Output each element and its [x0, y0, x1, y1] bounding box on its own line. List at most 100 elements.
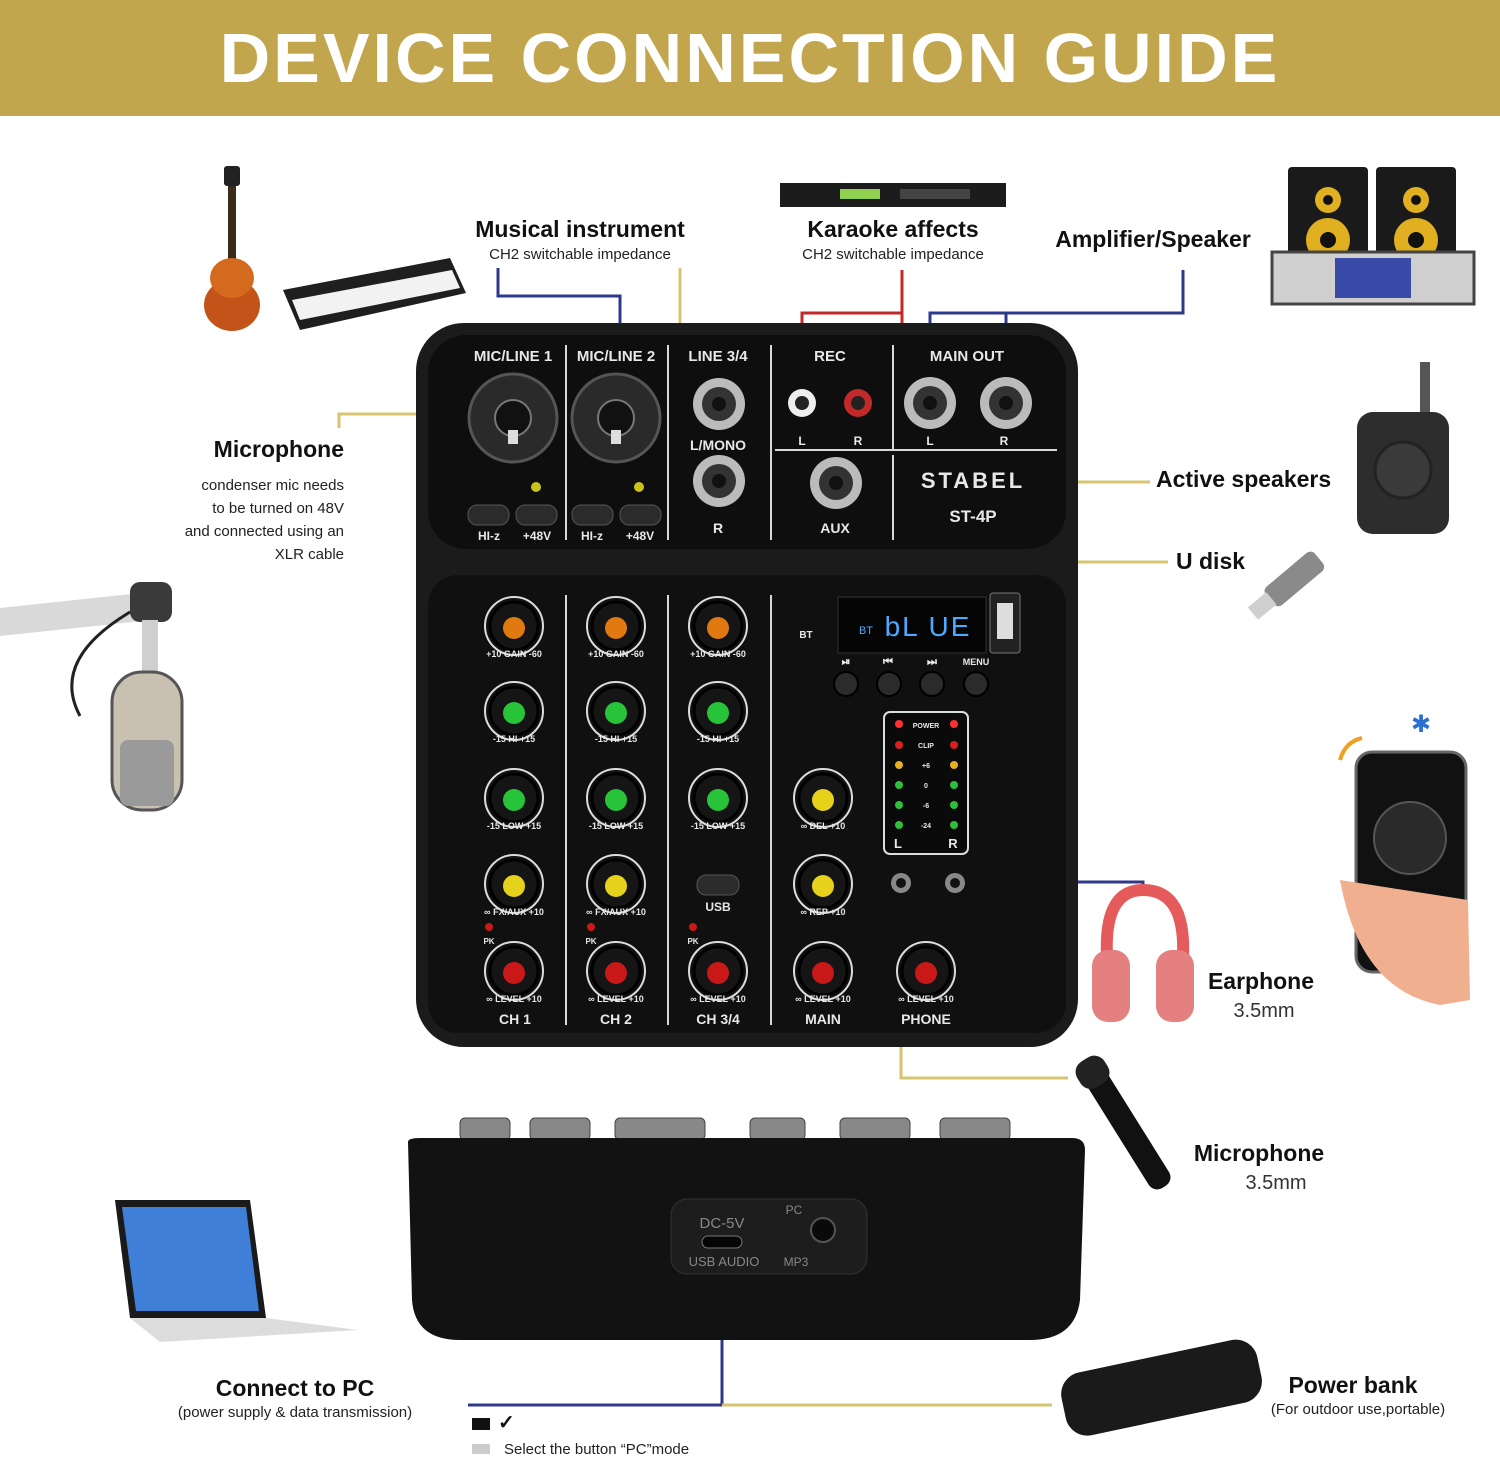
power-led-l [895, 720, 903, 728]
callout-mic-xlr-title: Microphone [213, 436, 344, 462]
input-label-mic2: MIC/LINE 2 [577, 348, 655, 365]
callout-powerbank-title: Power bank [1288, 1372, 1418, 1398]
low-ch1-knob[interactable]: -15 LOW +15 [484, 768, 544, 831]
delay-knob[interactable]: ∞ DEL +10 [793, 768, 853, 831]
level-ch3-knob[interactable]: ∞ LEVEL +10 [688, 941, 748, 1004]
channel-label-phone: PHONE [901, 1011, 951, 1027]
callout-karaoke-sub: CH2 switchable impedance [802, 246, 984, 263]
main-level-knob[interactable]: ∞ LEVEL +10 [793, 941, 853, 1004]
jack-label-lmono: L/MONO [690, 437, 746, 453]
hiz-label-1: HI-z [478, 529, 500, 543]
brand-logo: STABEL [921, 468, 1025, 493]
meter-led-r-0 [950, 741, 958, 749]
pc-mode-note: Select the button “PC”mode [504, 1441, 690, 1458]
callout-mic-xlr-desc: condenser mic needs to be turned on 48V … [140, 474, 344, 566]
hi-ch1-knob[interactable]: -15 HI +15 [484, 681, 544, 744]
input-label-line34: LINE 3/4 [688, 348, 748, 365]
usb-disk-icon [1247, 551, 1325, 620]
lcd-display [837, 596, 987, 654]
gain-ch3-knob[interactable]: +10 GAIN -60 [688, 596, 748, 659]
xlr-jack-2 [570, 372, 662, 464]
level-ch2-knob-label: ∞ LEVEL +10 [588, 994, 644, 1004]
gain-ch1-knob[interactable]: +10 GAIN -60 [484, 596, 544, 659]
dc-label: DC-5V [699, 1215, 744, 1232]
player-label-menu: MENU [963, 657, 990, 667]
lcd-text: bL UE [885, 611, 972, 642]
channel-label-34: CH 3/4 [696, 1011, 740, 1027]
callout-earphone-title: Earphone [1207, 968, 1315, 994]
low-ch3-knob[interactable]: -15 LOW +15 [688, 768, 748, 831]
repeat-knob[interactable]: ∞ REP +10 [793, 854, 853, 917]
rca-red [844, 389, 872, 417]
low-ch2-knob[interactable]: -15 LOW +15 [586, 768, 646, 831]
mic-desc-line-2: to be turned on 48V [212, 500, 344, 517]
usb-c-port [701, 1235, 743, 1249]
delay-knob-label: ∞ DEL +10 [801, 821, 846, 831]
pc-label: PC [786, 1203, 803, 1217]
fx-ch2-knob-label: ∞ FX/AUX +10 [586, 907, 646, 917]
peak-led-ch2 [587, 923, 595, 931]
knob-grid: +10 GAIN -60 +10 GAIN -60 +10 GAIN -60 -15 … [483, 596, 956, 1004]
callout-instrument-sub: CH2 switchable impedance [489, 246, 671, 263]
mic-desc-line-4: XLR cable [274, 546, 344, 563]
keyboard-icon [283, 258, 466, 330]
xlr-jack-1 [467, 372, 559, 464]
channel-label-main: MAIN [805, 1011, 841, 1027]
level-ch1-knob[interactable]: ∞ LEVEL +10 [484, 941, 544, 1004]
karaoke-processor-icon [780, 183, 1006, 207]
peak-label-ch2: PK [585, 937, 596, 946]
usb-button-label: USB [705, 900, 731, 914]
channel-label-2: CH 2 [600, 1011, 632, 1027]
callout-karaoke-title: Karaoke affects [807, 216, 979, 242]
header-banner [0, 0, 1500, 116]
gain-ch2-knob-label: +10 GAIN -60 [588, 649, 644, 659]
peak-led-ch1 [485, 923, 493, 931]
mixer-top-panel: MIC/LINE 1 MIC/LINE 2 LINE 3/4 REC MAIN … [416, 323, 1078, 1047]
meter-led-l-0 [895, 741, 903, 749]
meter-row-label-3: -6 [923, 803, 929, 810]
amplifier-speaker-icon [1270, 167, 1476, 306]
rca-white [788, 389, 816, 417]
hi-ch3-knob-label: -15 HI +15 [697, 734, 739, 744]
meter-led-r-4 [950, 821, 958, 829]
hi-ch1-knob-label: -15 HI +15 [493, 734, 535, 744]
fx-ch2-knob[interactable]: ∞ FX/AUX +10 [586, 854, 646, 917]
peak-label-ch3: PK [687, 937, 698, 946]
jack-main-r [980, 377, 1032, 429]
low-ch1-knob-label: -15 LOW +15 [487, 821, 541, 831]
peak-label-ch1: PK [483, 937, 494, 946]
meter-label-l: L [894, 836, 902, 851]
callout-pc-title: Connect to PC [215, 1375, 375, 1401]
gain-ch3-knob-label: +10 GAIN -60 [690, 649, 746, 659]
main-level-knob-label: ∞ LEVEL +10 [795, 994, 851, 1004]
fx-ch1-knob-label: ∞ FX/AUX +10 [484, 907, 544, 917]
callout-mic35-sub: 3.5mm [1245, 1172, 1307, 1194]
callout-powerbank-sub: (For outdoor use,portable) [1270, 1401, 1446, 1418]
meter-power-label: POWER [913, 723, 939, 730]
fx-ch1-knob[interactable]: ∞ FX/AUX +10 [484, 854, 544, 917]
phone-level-knob[interactable]: ∞ LEVEL +10 [896, 941, 956, 1004]
callout-active-speakers: Active speakers [1156, 466, 1332, 492]
meter-led-l-1 [895, 761, 903, 769]
hi-ch2-knob[interactable]: -15 HI +15 [586, 681, 646, 744]
headphones-icon [1092, 883, 1194, 1022]
meter-row-label-2: 0 [924, 783, 928, 790]
gain-ch2-knob[interactable]: +10 GAIN -60 [586, 596, 646, 659]
hi-ch3-knob[interactable]: -15 HI +15 [688, 681, 748, 744]
player-label-play: ⏯ [842, 656, 851, 668]
pc-mode-check: ✓ [498, 1412, 515, 1434]
smartphone-icon: ✱ [1338, 711, 1470, 1005]
usb-button [696, 874, 740, 896]
jack-label-aux: AUX [820, 520, 850, 536]
callout-mic35-title: Microphone [1193, 1140, 1325, 1166]
page-title: DEVICE CONNECTION GUIDE [219, 19, 1281, 97]
meter-led-l-3 [895, 801, 903, 809]
jack-mic35 [891, 873, 911, 893]
callout-instrument-title: Musical instrument [475, 216, 685, 242]
level-meter [883, 711, 969, 855]
level-ch2-knob[interactable]: ∞ LEVEL +10 [586, 941, 646, 1004]
bt-mode-label: BT [799, 630, 812, 641]
gain-ch1-knob-label: +10 GAIN -60 [486, 649, 542, 659]
mixer-back-panel: DC-5V USB AUDIO PC MP3 [408, 1117, 1085, 1340]
